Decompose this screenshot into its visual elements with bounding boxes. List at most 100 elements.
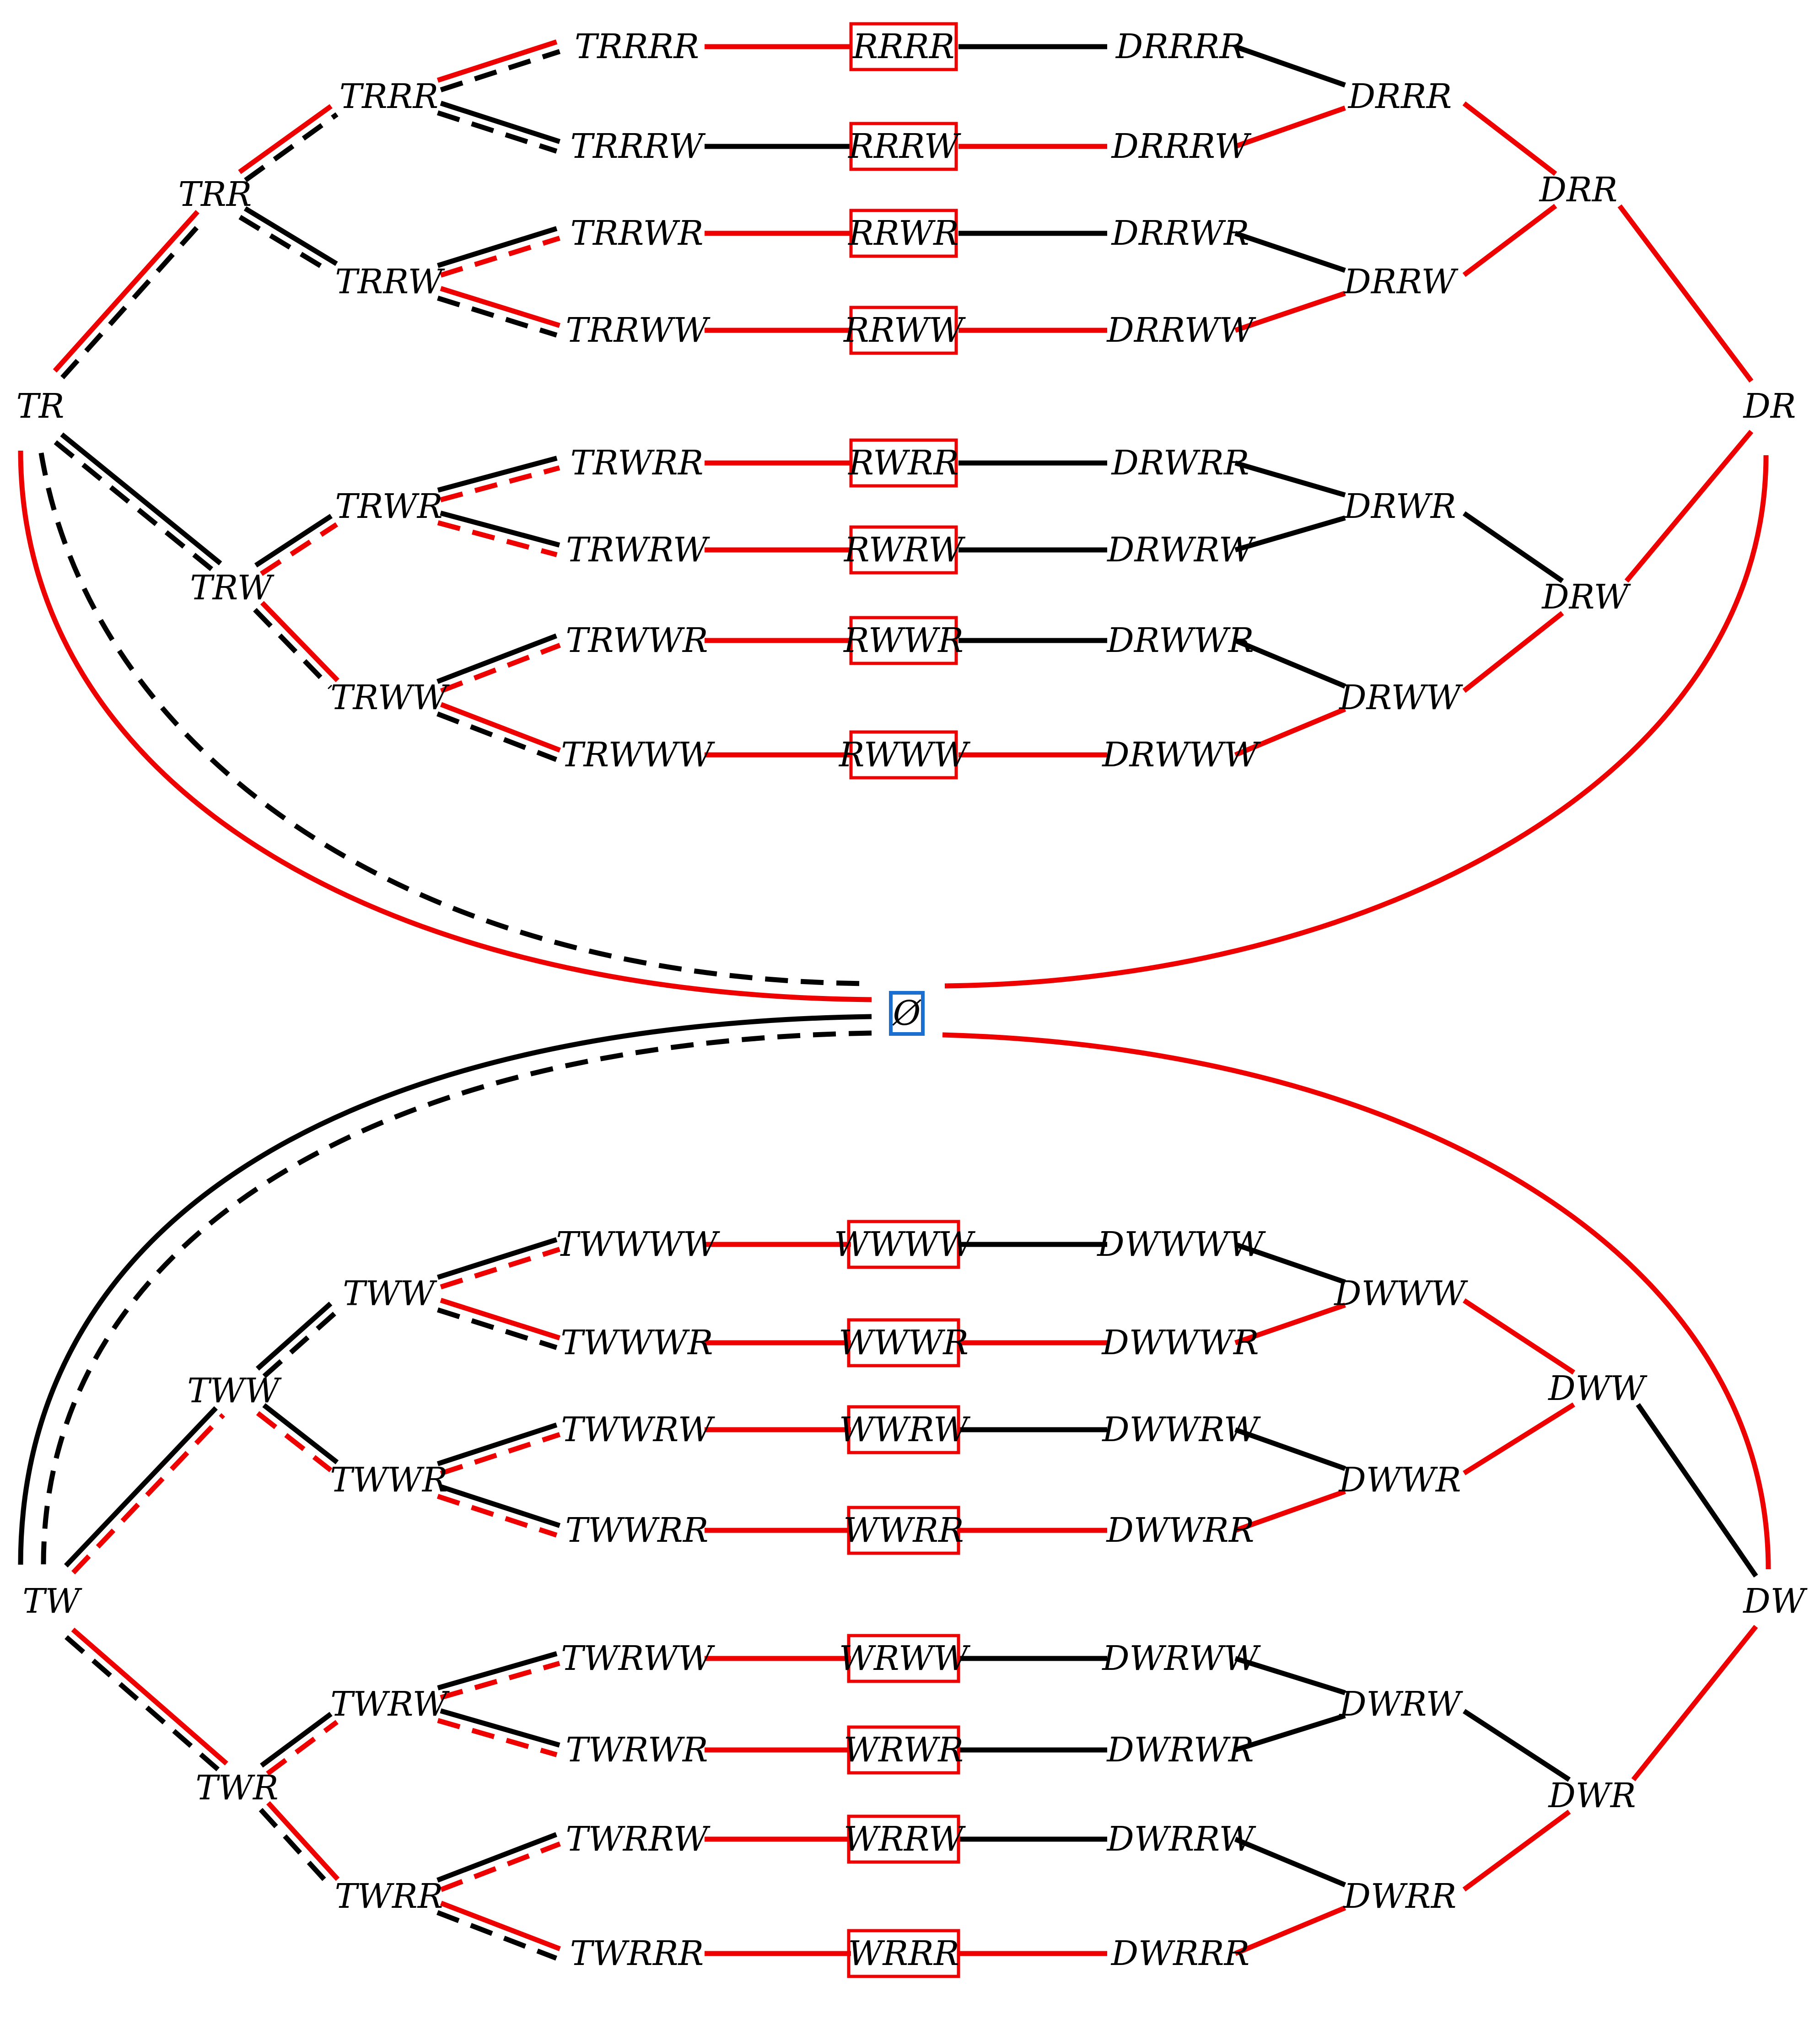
node-label: TWWR [330, 1460, 447, 1500]
node-label: DR [1742, 387, 1796, 426]
node-label: DWWWW [1096, 1225, 1266, 1264]
node-label: DWRWW [1101, 1639, 1261, 1678]
boxes [847, 22, 960, 1978]
edge-line [1234, 706, 1346, 758]
edge-line [1234, 1427, 1346, 1471]
edge-line [1631, 1625, 1758, 1782]
node-label: TRRWW [565, 311, 711, 350]
state-box [849, 616, 958, 665]
edge-line [440, 1661, 560, 1700]
state-box-label: RWWW [838, 735, 971, 775]
edge-line [440, 1297, 560, 1340]
edge-line [440, 465, 560, 502]
edge-line [243, 206, 338, 266]
state-box-label: RRRR [852, 27, 955, 66]
root-label: Ø [892, 994, 922, 1033]
node-label: DRRWR [1111, 214, 1249, 253]
node-label: DWW [1547, 1369, 1648, 1408]
arc-edge [18, 1014, 872, 1565]
edge-line [1234, 105, 1346, 149]
state-box [849, 306, 958, 355]
edge-line [437, 1651, 558, 1690]
state-box-label: RRWR [847, 214, 959, 253]
edge-line [436, 711, 558, 762]
edge-line [266, 1720, 339, 1776]
arc-edge [41, 1030, 872, 1565]
edge-line [437, 456, 558, 493]
node-label: DRWRR [1111, 443, 1249, 483]
edge-line [244, 112, 339, 183]
edge-line [1462, 101, 1557, 176]
edge-line [1234, 1303, 1346, 1346]
edge-line [1462, 1809, 1571, 1892]
node-label: DWRRW [1106, 1819, 1256, 1859]
edge-line [1234, 1489, 1346, 1533]
state-box-label: RWRR [847, 443, 959, 483]
state-box-label: WRWW [839, 1639, 971, 1678]
node-label: DRW [1541, 577, 1631, 617]
node-label: DW [1742, 1582, 1808, 1621]
edge-line [440, 101, 561, 144]
edge-line [440, 702, 561, 753]
edge-line [260, 601, 339, 683]
edge-line [437, 1718, 558, 1757]
state-box [847, 1220, 960, 1269]
state-box [849, 209, 958, 258]
edge-line [1636, 1403, 1758, 1578]
edges [18, 39, 1771, 1961]
edge-line [238, 215, 333, 275]
edge-line [1234, 44, 1346, 88]
node-label: DRWW [1338, 678, 1463, 717]
arc-edge [18, 450, 872, 1002]
edge-line [437, 226, 558, 268]
state-box-label: WWRR [843, 1511, 964, 1550]
node-label: TWW [187, 1371, 282, 1410]
edge-line [60, 432, 222, 565]
edge-line [256, 1302, 333, 1371]
arc-edge [38, 452, 872, 986]
node-label: DRWRW [1106, 530, 1256, 570]
state-box-label: RWWR [843, 621, 964, 660]
state-box-label: RRRW [847, 127, 962, 166]
edge-line [437, 296, 558, 338]
state-box [847, 1725, 960, 1775]
edge-line [1462, 204, 1557, 277]
node-label: DWWW [1333, 1274, 1468, 1313]
edge-line [1617, 204, 1754, 383]
arc-edge [942, 1032, 1771, 1570]
edge-line [436, 39, 558, 83]
node-label: TRWWW [561, 735, 716, 775]
node-label: TWRW [330, 1685, 450, 1724]
node-label: TRW [190, 568, 275, 608]
edge-line [65, 1635, 222, 1773]
node-label: TRWRW [566, 530, 711, 570]
state-box-label: WRRR [848, 1934, 959, 1973]
node-label: DRWWR [1106, 621, 1254, 660]
state-box [849, 438, 958, 488]
edge-line [238, 104, 333, 174]
edge-line [440, 1708, 560, 1748]
state-box [847, 1506, 960, 1555]
edge-line [253, 608, 333, 689]
edge-line [262, 1403, 339, 1464]
edge-line [262, 1309, 339, 1378]
state-box-label: RWRW [843, 530, 966, 570]
node-label: TWWRR [565, 1511, 709, 1550]
node-label: DWWWR [1101, 1323, 1259, 1362]
root-box [889, 991, 925, 1036]
node-label: DRRRW [1111, 127, 1252, 166]
node-label: DWWRW [1101, 1410, 1261, 1449]
node-label: TRRR [339, 77, 439, 116]
edge-line [54, 440, 216, 573]
node-label: TRWW [330, 678, 450, 717]
node-label: TRR [178, 175, 252, 214]
node-label: TWRWW [561, 1639, 716, 1678]
node-label: DWRR [1343, 1877, 1457, 1916]
edge-line [1462, 1709, 1571, 1782]
node-label: TRRWR [571, 214, 704, 253]
node-label: DRRR [1347, 77, 1452, 116]
edge-line [1624, 430, 1754, 583]
edge-line [440, 1900, 561, 1951]
edge-line [1463, 1402, 1575, 1475]
